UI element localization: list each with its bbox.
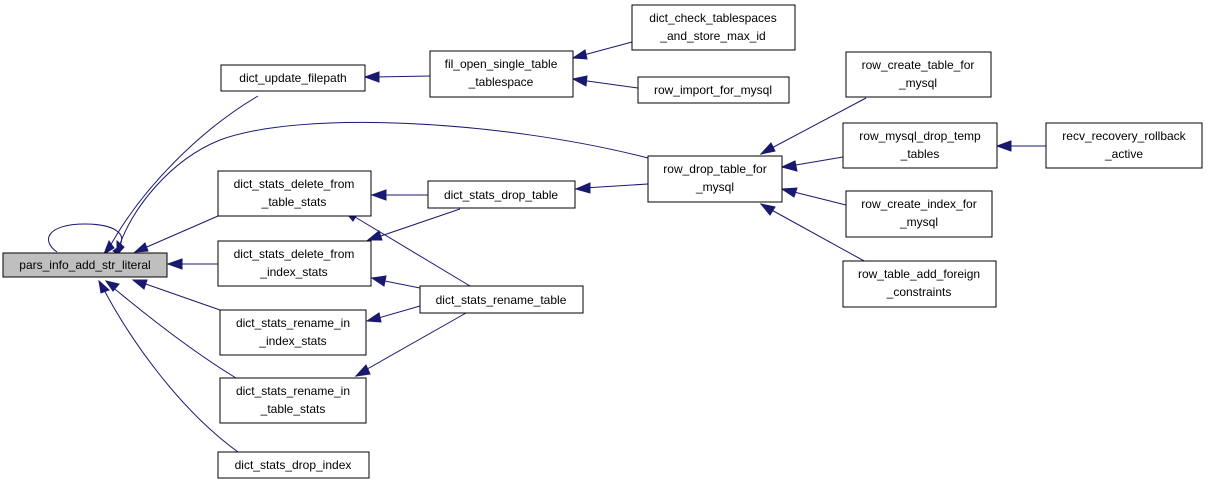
node-label-line-1: fil_open_single_table [445,57,558,71]
edge-rename-in-table-arrowhead [104,280,120,292]
edge-row-drop-table-to-pars-info [117,121,649,251]
edge-row-drop-table-to-pars-info-arrowhead [116,239,125,257]
edge-rename-to-rename-index-arrowhead [365,312,382,323]
node-label-line-1: recv_recovery_rollback [1062,129,1186,143]
edge-stats-drop-to-delete-table-arrowhead [370,189,387,201]
edges-layer [47,41,1046,453]
edge-rename-index-arrowhead [131,279,148,290]
node-label-line-2: _mysql [898,76,937,90]
edge-rename-index-to-pars-info [139,281,221,311]
edge-row-mysql-drop-temp-to-row-drop-table [789,156,844,167]
node-row-table-add-foreign-constraints[interactable]: row_table_add_foreign _constraints [842,260,997,308]
edge-drop-index-arrowhead [98,279,110,294]
node-dict-update-filepath[interactable]: dict_update_filepath [220,64,366,92]
edge-row-table-add-foreign-to-row-drop-table [767,207,867,263]
node-label-line-1: dict_stats_delete_from [234,247,355,261]
edge-row-create-table-arrowhead [759,142,776,155]
node-label-line-2: _and_store_max_id [659,29,765,43]
node-dict-stats-rename-in-table-stats[interactable]: dict_stats_rename_in _table_stats [219,377,367,424]
edge-stats-drop-table-to-row-drop-table [583,183,649,189]
node-dict-check-tablespaces[interactable]: dict_check_tablespaces _and_store_max_id [631,4,796,51]
node-row-drop-table-for-mysql[interactable]: row_drop_table_for _mysql [647,155,783,203]
node-label-line-1: row_mysql_drop_temp [859,129,981,143]
edge-row-mysql-drop-temp-arrowhead [780,160,798,172]
node-fil-open-single-table-tablespace[interactable]: fil_open_single_table _tablespace [429,50,574,98]
node-row-create-table-for-mysql[interactable]: row_create_table_for _mysql [845,51,992,98]
node-label-line-1: dict_stats_rename_in [236,384,350,398]
node-label: pars_info_add_str_literal [19,258,150,272]
node-label-line-2: _index_stats [259,265,327,279]
edge-row-create-index-arrowhead [780,187,798,198]
node-label: row_import_for_mysql [654,83,772,97]
edge-row-create-index-to-row-drop-table [789,190,847,206]
edge-rename-in-table-to-pars-info [109,284,237,379]
edge-rename-table-to-delete-index [379,279,421,289]
edge-rename-table-to-delete-table [349,213,471,287]
edge-fil-open-to-update-filepath [372,75,431,78]
node-label-line-1: dict_check_tablespaces [649,11,776,25]
node-label-line-1: dict_stats_rename_in [236,316,350,330]
node-label-line-2: _mysql [899,215,938,229]
node-label-line-2: _tablespace [468,75,534,89]
node-label: dict_stats_drop_index [235,458,352,472]
edge-delete-index-arrowhead [166,258,183,270]
node-label-line-1: row_create_index_for [861,197,976,211]
node-label-line-2: _tables [900,147,940,161]
edge-row-create-table-to-row-drop-table [767,97,867,151]
edge-stats-drop-table-arrowhead [574,182,591,194]
node-label-line-2: _index_stats [258,334,326,348]
node-pars-info-add-str-literal[interactable]: pars_info_add_str_literal [2,252,168,278]
node-label: dict_stats_rename_table [436,293,567,307]
edge-stats-drop-table-to-delete-index [374,208,461,239]
nodes-layer: pars_info_add_str_literal dict_update_fi… [2,4,1203,479]
edge-dict-update-filepath-arrowhead [103,239,115,256]
node-row-mysql-drop-temp-tables[interactable]: row_mysql_drop_temp _tables [842,122,998,169]
node-label: dict_update_filepath [239,71,346,85]
edge-dict-check-to-fil-open [579,41,633,57]
node-label-line-2: _active [1104,147,1143,161]
node-label-line-1: row_create_table_for [862,58,975,72]
node-label: dict_stats_drop_table [444,188,558,202]
edge-fil-open-arrowhead [363,71,380,83]
node-label-line-2: _table_stats [260,402,326,416]
node-row-create-index-for-mysql[interactable]: row_create_index_for _mysql [845,190,993,238]
node-dict-stats-rename-table[interactable]: dict_stats_rename_table [419,285,584,314]
edge-dict-update-filepath-to-pars-info [107,95,259,251]
edge-recv-recovery-arrowhead [995,140,1012,152]
edge-drop-index-to-pars-info [101,285,239,453]
node-label-line-2: _mysql [695,180,734,194]
node-label-line-1: row_table_add_foreign [858,267,980,281]
node-dict-stats-delete-from-table-stats[interactable]: dict_stats_delete_from _table_stats [217,170,372,217]
node-label-line-1: row_drop_table_for [663,162,766,176]
edge-rename-table-to-rename-in-table [361,312,467,373]
node-label-line-2: _table_stats [261,195,327,209]
edge-row-import-to-fil-open [579,79,639,89]
node-recv-recovery-rollback-active[interactable]: recv_recovery_rollback _active [1045,122,1203,169]
node-dict-stats-rename-in-index-stats[interactable]: dict_stats_rename_in _index_stats [219,309,367,356]
edge-delete-table-to-pars-info [139,215,219,251]
edge-row-table-add-foreign-arrowhead [759,203,776,216]
node-dict-stats-drop-table[interactable]: dict_stats_drop_table [427,180,576,209]
node-row-import-for-mysql[interactable]: row_import_for_mysql [637,76,790,104]
node-label-line-1: dict_stats_delete_from [234,177,355,191]
edge-stats-drop-to-delete-index-arrowhead [366,230,383,241]
node-dict-stats-drop-index[interactable]: dict_stats_drop_index [217,451,370,479]
edge-dict-check-arrowhead [571,49,588,60]
edge-rename-to-delete-index-arrowhead [370,275,387,287]
edge-row-import-arrowhead [571,75,588,87]
node-label-line-2: _constraints [886,285,952,299]
node-dict-stats-delete-from-index-stats[interactable]: dict_stats_delete_from _index_stats [217,240,372,287]
edge-rename-table-to-rename-index [374,305,421,320]
edge-rename-to-rename-in-table-arrowhead [354,364,371,377]
edge-delete-table-arrowhead [133,242,149,253]
